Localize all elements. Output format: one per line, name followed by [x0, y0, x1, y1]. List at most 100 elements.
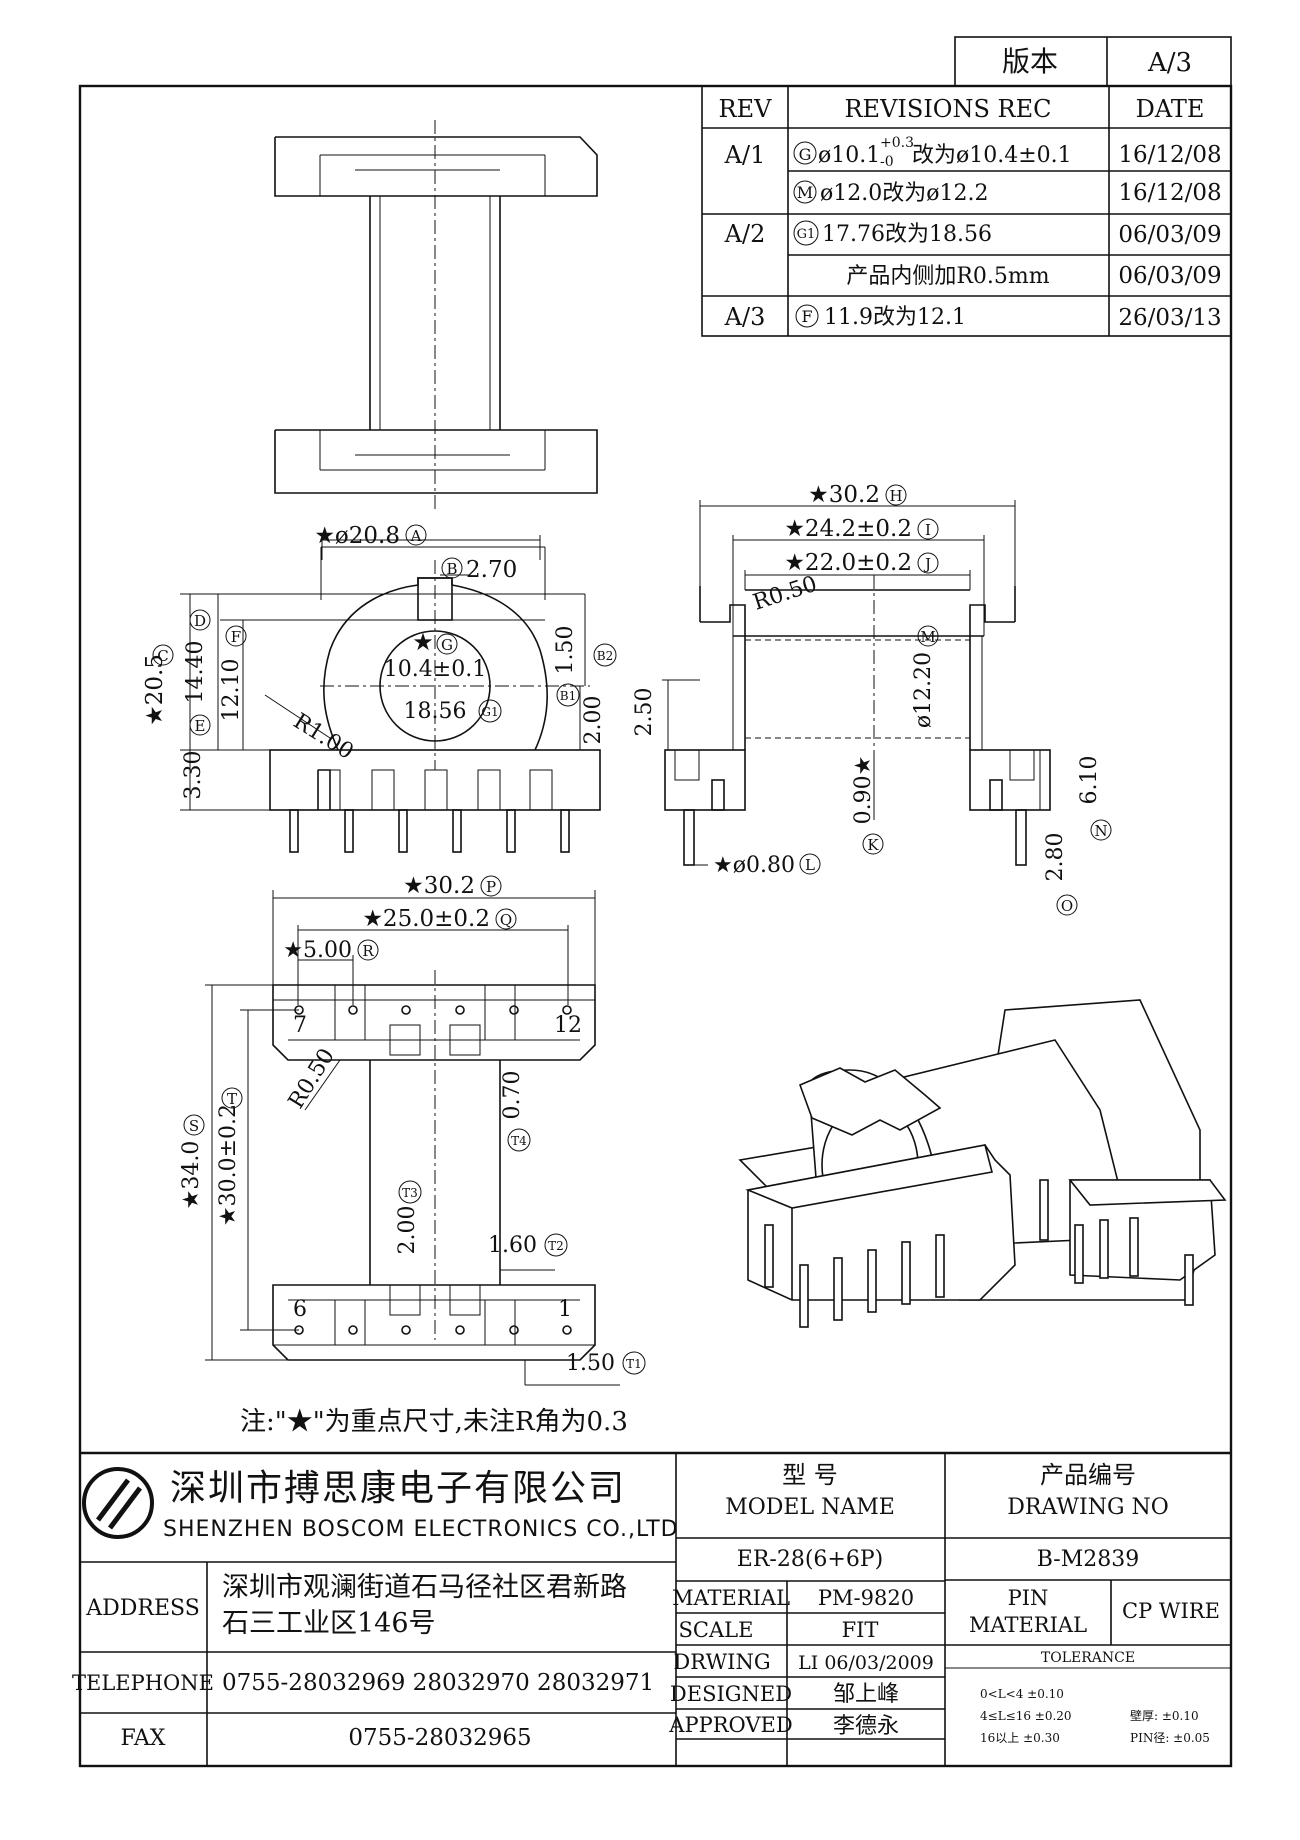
designed-value: 邹上峰 [833, 1682, 899, 1707]
address-label: ADDRESS [85, 1596, 200, 1621]
rev-code: A/1 [724, 141, 766, 169]
dim-H: ★30.2 [808, 482, 880, 508]
drawing-frame [78, 84, 1233, 1768]
drawing-note: 注:"★"为重点尺寸,未注R角为0.3 [240, 1407, 628, 1437]
telephone-value: 0755-28032969 28032970 28032971 [222, 1670, 654, 1696]
bobbin-isometric-view [738, 999, 1227, 1328]
rev-tolerance-sub: -0 [880, 154, 894, 170]
dim-F: 12.10 [219, 659, 244, 722]
rev-text: 11.9改为12.1 [824, 305, 966, 330]
callout-T4: T4 [511, 1134, 527, 1148]
callout-A: A [410, 527, 422, 545]
company-name-cn: 深圳市搏思康电子有限公司 [170, 1468, 626, 1509]
callout-R: R [362, 942, 374, 960]
address-line2: 石三工业区146号 [222, 1608, 436, 1639]
callout-T1: T1 [626, 1357, 642, 1371]
rev-code: A/3 [724, 303, 766, 331]
bobbin-front-view: ★ø20.8 A B 2.70 ★20.5 C D 14.40 E 3.30 F… [142, 523, 617, 853]
dim-E: 3.30 [181, 751, 206, 800]
bobbin-top-view [274, 120, 598, 510]
callout-S: S [189, 1117, 199, 1135]
dim-250: 2.50 [632, 688, 657, 737]
dim-B2: 1.50 [553, 626, 578, 675]
callout-M: M [920, 628, 935, 646]
tolerance-pin: PIN径: ±0.05 [1130, 1731, 1210, 1745]
dim-R1: R1.00 [289, 709, 358, 765]
rev-code: A/2 [724, 220, 766, 248]
callout-marker-letter: F [801, 307, 812, 326]
callout-B: B [446, 560, 457, 578]
pin-row-front [289, 809, 570, 853]
title-block: 深圳市搏思康电子有限公司 SHENZHEN BOSCOM ELECTRONICS… [72, 1451, 1231, 1766]
dim-T1: 1.50 [566, 1351, 615, 1376]
callout-G1: G1 [481, 705, 498, 719]
rev-date-header: DATE [1136, 95, 1205, 123]
callout-N: N [1094, 822, 1107, 840]
callout-E: E [195, 717, 206, 735]
scale-value: FIT [842, 1618, 879, 1642]
dim-G: 10.4±0.1 [384, 657, 486, 682]
telephone-label: TELEPHONE [72, 1671, 214, 1695]
rev-tolerance-sup: +0.3 [880, 135, 914, 151]
pin-material-value: CP WIRE [1122, 1599, 1220, 1623]
dim-A: ★ø20.8 [314, 523, 400, 549]
dim-M: ø12.20 [911, 652, 936, 728]
drawing-label-en: DRAWING NO [1007, 1495, 1169, 1520]
bobbin-bottom-view: ★30.2 P ★25.0±0.2 Q ★5.00 R 7 12 6 1 S ★… [179, 873, 646, 1386]
dim-G-star: ★ [412, 628, 434, 656]
tolerance-row-2: 4≤L≤16 ±0.20 [980, 1709, 1072, 1723]
dim-B1: 2.00 [581, 696, 606, 745]
tolerance-wall: 壁厚: ±0.10 [1130, 1708, 1199, 1723]
fax-label: FAX [121, 1726, 166, 1751]
rev-text: 改为ø10.4±0.1 [912, 143, 1072, 168]
fax-value: 0755-28032965 [348, 1725, 531, 1751]
drawing-by-value: LI 06/03/2009 [798, 1652, 934, 1674]
rev-date: 06/03/09 [1118, 263, 1221, 289]
scale-label: SCALE [679, 1618, 754, 1642]
material-label: MATERIAL [672, 1586, 790, 1610]
pin-label-1: 1 [558, 1297, 572, 1322]
rev-date: 16/12/08 [1118, 180, 1221, 206]
dim-R05a: R0.50 [750, 572, 820, 616]
version-label: 版本 [1002, 45, 1058, 78]
rev-header: REV [719, 95, 773, 123]
pin-label-12: 12 [554, 1013, 582, 1038]
callout-T3: T3 [402, 1186, 418, 1200]
designed-label: DESIGNED [670, 1682, 792, 1706]
callout-marker-letter: G [799, 145, 812, 164]
dim-T2: 1.60 [488, 1233, 537, 1258]
rev-text: ø12.0改为ø12.2 [820, 181, 988, 206]
version-value: A/3 [1147, 48, 1192, 78]
callout-marker-letter: G1 [797, 227, 816, 242]
version-box: 版本 A/3 [954, 36, 1232, 87]
dim-P: ★30.2 [403, 873, 475, 899]
callout-O: O [1061, 897, 1073, 915]
dim-O: 2.80 [1043, 833, 1068, 882]
dim-R: ★5.00 [283, 938, 352, 963]
drawing-by-label: DRWING [673, 1650, 770, 1674]
rev-text: 产品内侧加R0.5mm [846, 264, 1049, 289]
company-name-en: SHENZHEN BOSCOM ELECTRONICS CO.,LTD [163, 1517, 679, 1542]
model-label-cn: 型 号 [782, 1461, 838, 1489]
pin-material-label-2: MATERIAL [969, 1613, 1087, 1637]
callout-Q: Q [500, 911, 512, 929]
dim-T: ★30.0±0.2 [216, 1104, 241, 1226]
callout-marker [793, 180, 817, 204]
callout-T2: T2 [548, 1239, 564, 1253]
dim-K: 0.90★ [851, 756, 876, 825]
dim-L: ★ø0.80 [713, 853, 795, 878]
model-label-en: MODEL NAME [725, 1495, 895, 1520]
company-logo [82, 1467, 154, 1539]
callout-I: I [925, 521, 931, 539]
dim-J: ★22.0±0.2 [784, 550, 912, 576]
dim-G1: 18.56 [404, 699, 467, 724]
dim-N: 6.10 [1077, 756, 1102, 805]
pin-label-6: 6 [293, 1297, 307, 1322]
callout-marker [793, 141, 817, 165]
pin-label-7: 7 [293, 1013, 307, 1038]
rev-date: 26/03/13 [1118, 305, 1221, 331]
callout-D: D [194, 612, 206, 630]
material-value: PM-9820 [818, 1586, 914, 1610]
callout-B2: B2 [597, 649, 613, 663]
